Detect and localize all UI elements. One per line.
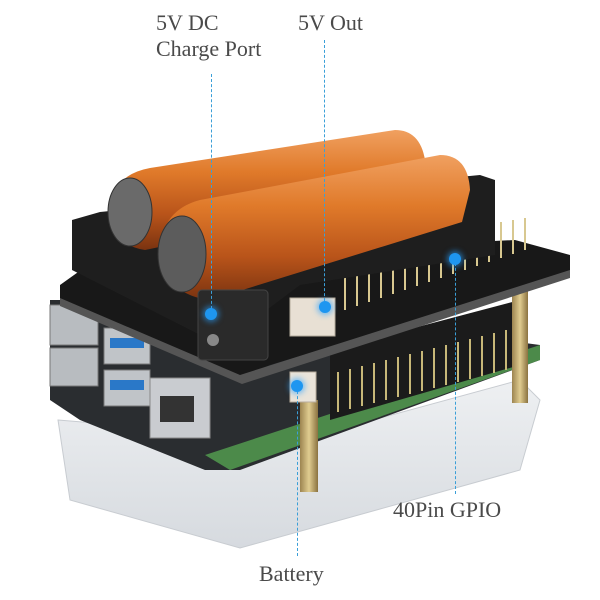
charge-port-label: 5V DC Charge Port	[156, 10, 261, 62]
battery-leader-line	[297, 386, 298, 556]
battery-marker	[291, 380, 303, 392]
battery-label: Battery	[259, 561, 324, 587]
standoffs	[300, 285, 528, 492]
gpio-label: 40Pin GPIO	[393, 497, 501, 523]
gpio-leader-line	[455, 258, 456, 494]
out-leader-line	[324, 40, 325, 306]
out-marker	[319, 301, 331, 313]
batteries	[107, 130, 470, 300]
gpio-marker	[449, 253, 461, 265]
gpio-label-line1: 40Pin GPIO	[393, 497, 502, 522]
charge-port-label-line1: 5V DC	[156, 10, 219, 35]
out-label-line1: 5V Out	[298, 10, 363, 35]
lower-gpio-pins	[337, 330, 507, 412]
charge-port-label-line2: Charge Port	[156, 36, 262, 61]
charge-port-marker	[205, 308, 217, 320]
dc-jack	[197, 289, 269, 361]
charge-port-leader-line	[211, 74, 212, 314]
out-label: 5V Out	[298, 10, 363, 36]
battery-label-line1: Battery	[259, 561, 324, 586]
